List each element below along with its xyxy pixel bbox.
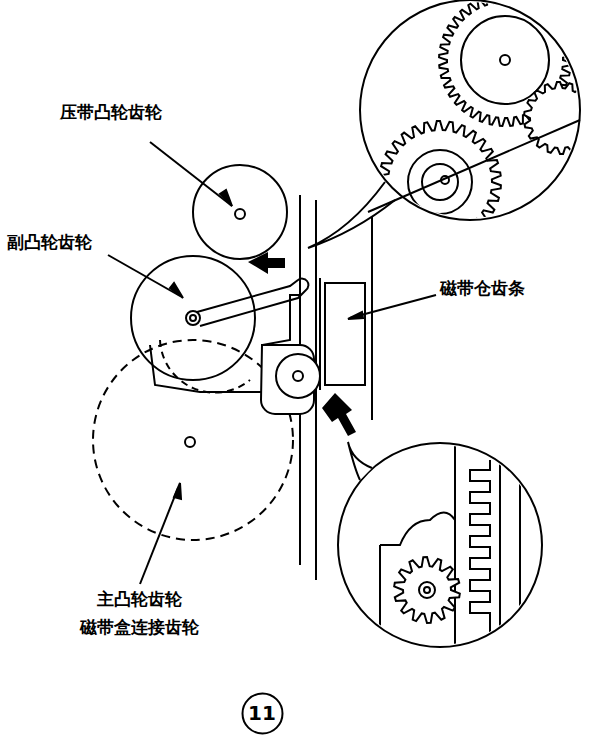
part-label: 副凸轮齿轮	[5, 232, 94, 252]
part-label: 磁带盒连接齿轮	[78, 617, 201, 637]
part-label: 主凸轮齿轮	[95, 589, 184, 609]
part-label: 磁带仓齿条	[438, 278, 527, 298]
callout-circle: 11	[241, 692, 284, 735]
callout-number: 11	[248, 701, 276, 725]
part-label: 压带凸轮齿轮	[58, 102, 164, 122]
